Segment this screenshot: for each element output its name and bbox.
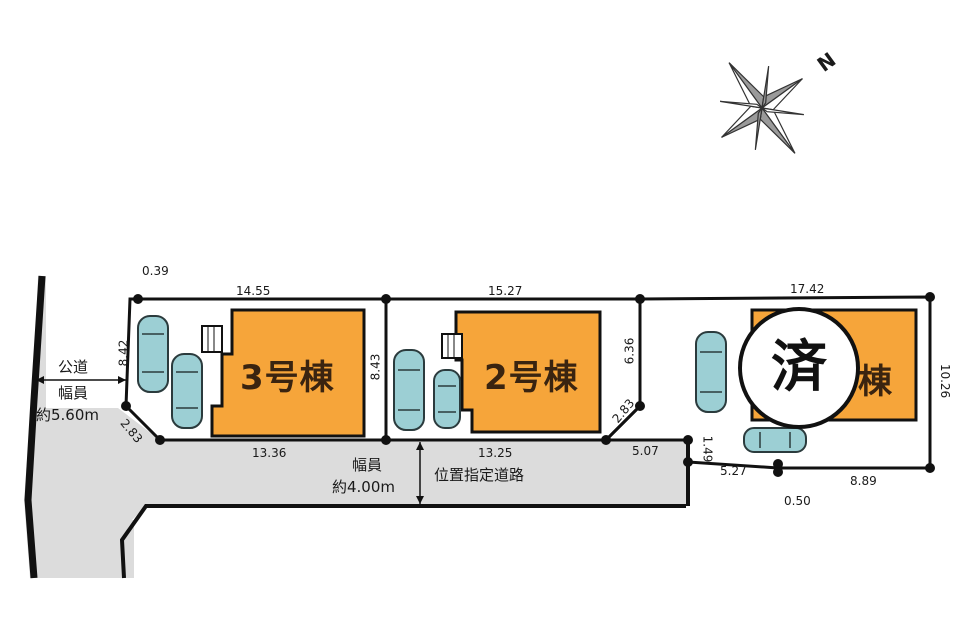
building-3-label: 3号棟 xyxy=(240,358,335,398)
dim-lot3-offset: 0.39 xyxy=(142,264,169,278)
dim-lot3-top: 14.55 xyxy=(236,284,271,298)
building-3 xyxy=(210,308,366,438)
building-2-label: 2号棟 xyxy=(484,358,579,398)
boundary-pins xyxy=(121,292,935,477)
dim-lot1-notch-h: 5.07 xyxy=(632,444,659,458)
designated-road-width-label: 幅員 xyxy=(352,456,383,474)
dim-lot2-bottom: 13.25 xyxy=(478,446,513,460)
compass-rose xyxy=(720,62,804,154)
sold-stamp: 済 xyxy=(738,307,860,429)
building-1-label: 棟 xyxy=(858,362,893,402)
designated-road-edge xyxy=(119,504,686,579)
designated-road-width-value: 約4.00m xyxy=(332,478,396,496)
dim-lot1-notch-v: 1.49 xyxy=(700,435,715,463)
entrance-steps-2 xyxy=(441,333,463,359)
dim-lot1-bottom-left: 5.27 xyxy=(720,464,747,478)
dim-lot1-right: 10.26 xyxy=(938,363,953,399)
designated-road-name: 位置指定道路 xyxy=(434,466,525,484)
dim-lot3-left: 8.42 xyxy=(116,339,131,367)
public-road-name: 公道 xyxy=(58,358,89,376)
dim-lot1-bottom: 8.89 xyxy=(850,474,877,488)
dim-lot2-right: 6.36 xyxy=(622,337,637,365)
designated-road xyxy=(110,408,686,578)
dim-lot2-left: 8.43 xyxy=(368,353,383,381)
entrance-steps-3 xyxy=(201,325,223,353)
public-road-width-label: 幅員 xyxy=(58,384,89,402)
dim-lot3-bottom: 13.36 xyxy=(252,446,287,460)
public-road-width-value: 約5.60m xyxy=(36,406,100,424)
dim-lot2-top: 15.27 xyxy=(488,284,523,298)
building-2 xyxy=(454,310,602,434)
dim-lot1-notch-small: 0.50 xyxy=(784,494,811,508)
public-road-edge xyxy=(24,275,46,579)
dim-lot1-top: 17.42 xyxy=(790,282,825,296)
public-road xyxy=(24,276,134,578)
